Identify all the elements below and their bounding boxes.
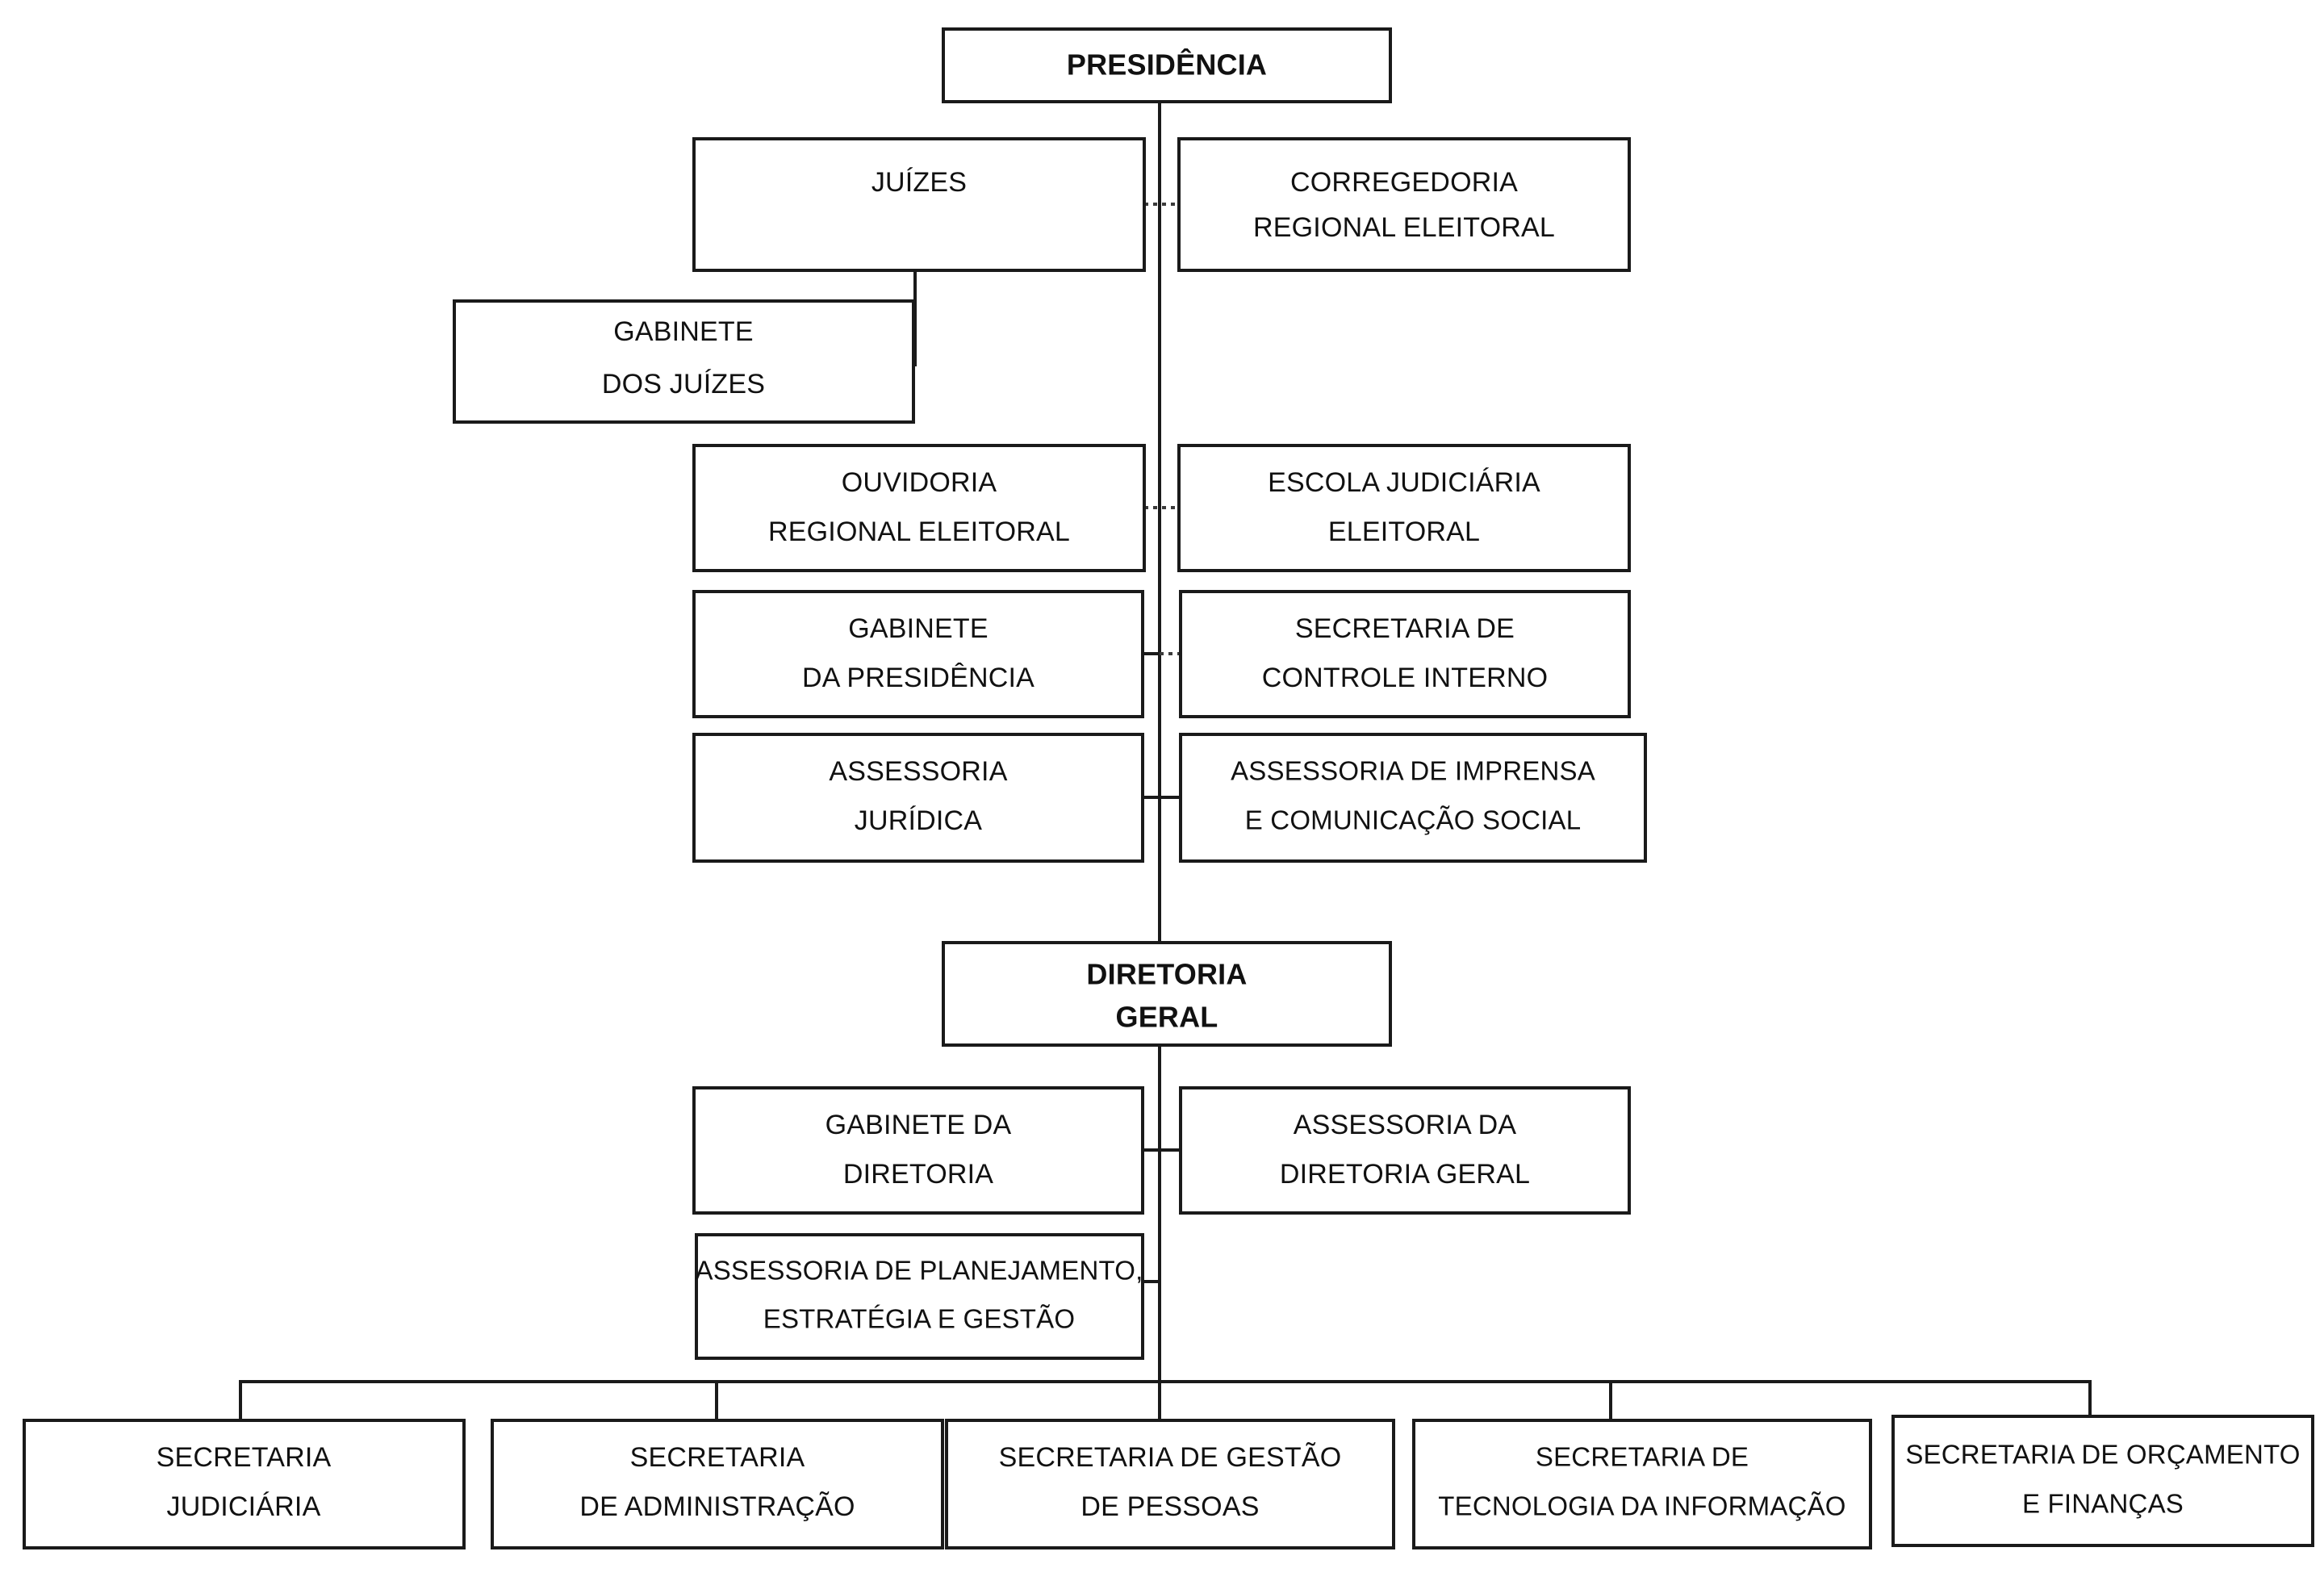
- node-corregedoria[interactable]: CORREGEDORIA REGIONAL ELEITORAL: [1177, 137, 1631, 272]
- node-controle-interno-line2: CONTROLE INTERNO: [1262, 663, 1549, 693]
- node-gabinete-juizes-line1: GABINETE: [613, 316, 754, 347]
- node-secretaria-tecnologia-line2: TECNOLOGIA DA INFORMAÇÃO: [1438, 1491, 1845, 1521]
- node-assessoria-diretoria-geral[interactable]: ASSESSORIA DA DIRETORIA GERAL: [1179, 1086, 1631, 1215]
- node-secretaria-tecnologia[interactable]: SECRETARIA DE TECNOLOGIA DA INFORMAÇÃO: [1412, 1419, 1872, 1549]
- node-assessoria-juridica-line1: ASSESSORIA: [829, 756, 1007, 787]
- node-gabinete-juizes-line2: DOS JUÍZES: [602, 369, 765, 399]
- node-secretaria-gestao-pessoas[interactable]: SECRETARIA DE GESTÃO DE PESSOAS: [945, 1419, 1395, 1549]
- node-secretaria-orcamento[interactable]: SECRETARIA DE ORÇAMENTO E FINANÇAS: [1891, 1415, 2314, 1547]
- node-juizes-label: JUÍZES: [872, 167, 967, 198]
- node-gabinete-juizes[interactable]: GABINETE DOS JUÍZES: [453, 299, 915, 424]
- node-gabinete-presidencia-line2: DA PRESIDÊNCIA: [802, 663, 1035, 693]
- node-secretaria-judiciaria-line1: SECRETARIA: [157, 1442, 332, 1473]
- node-presidencia-label: PRESIDÊNCIA: [1067, 48, 1267, 82]
- node-secretaria-administracao-line1: SECRETARIA: [630, 1442, 805, 1473]
- node-controle-interno-line1: SECRETARIA DE: [1295, 613, 1515, 644]
- node-gabinete-diretoria-line2: DIRETORIA: [843, 1159, 993, 1190]
- node-secretaria-tecnologia-line1: SECRETARIA DE: [1536, 1442, 1749, 1472]
- node-corregedoria-line1: CORREGEDORIA: [1290, 167, 1518, 198]
- node-gabinete-diretoria-line1: GABINETE DA: [826, 1110, 1012, 1140]
- node-secretaria-orcamento-line2: E FINANÇAS: [2022, 1489, 2184, 1519]
- node-secretaria-gestao-pessoas-line2: DE PESSOAS: [1080, 1491, 1259, 1522]
- node-secretaria-orcamento-line1: SECRETARIA DE ORÇAMENTO: [1905, 1440, 2300, 1470]
- node-assessoria-imprensa-line2: E COMUNICAÇÃO SOCIAL: [1245, 805, 1582, 835]
- node-assessoria-planejamento-line2: ESTRATÉGIA E GESTÃO: [763, 1304, 1075, 1334]
- node-gabinete-presidencia-line1: GABINETE: [848, 613, 989, 644]
- node-secretaria-gestao-pessoas-line1: SECRETARIA DE GESTÃO: [999, 1442, 1342, 1473]
- node-diretoria-geral[interactable]: DIRETORIA GERAL: [942, 941, 1392, 1047]
- node-escola-judiciaria-line1: ESCOLA JUDICIÁRIA: [1268, 467, 1540, 498]
- node-corregedoria-line2: REGIONAL ELEITORAL: [1253, 212, 1555, 243]
- node-secretaria-judiciaria-line2: JUDICIÁRIA: [167, 1491, 321, 1522]
- node-escola-judiciaria-line2: ELEITORAL: [1328, 516, 1480, 547]
- node-assessoria-diretoria-geral-line2: DIRETORIA GERAL: [1280, 1159, 1530, 1190]
- node-secretaria-administracao-line2: DE ADMINISTRAÇÃO: [579, 1491, 855, 1522]
- node-assessoria-imprensa-line1: ASSESSORIA DE IMPRENSA: [1231, 756, 1595, 786]
- node-assessoria-diretoria-geral-line1: ASSESSORIA DA: [1294, 1110, 1517, 1140]
- node-assessoria-planejamento[interactable]: ASSESSORIA DE PLANEJAMENTO, ESTRATÉGIA E…: [695, 1233, 1144, 1360]
- node-controle-interno[interactable]: SECRETARIA DE CONTROLE INTERNO: [1179, 590, 1631, 718]
- node-assessoria-imprensa[interactable]: ASSESSORIA DE IMPRENSA E COMUNICAÇÃO SOC…: [1179, 733, 1647, 863]
- node-ouvidoria-line1: OUVIDORIA: [842, 467, 997, 498]
- node-juizes[interactable]: JUÍZES: [692, 137, 1146, 272]
- node-secretaria-administracao[interactable]: SECRETARIA DE ADMINISTRAÇÃO: [491, 1419, 944, 1549]
- node-escola-judiciaria[interactable]: ESCOLA JUDICIÁRIA ELEITORAL: [1177, 444, 1631, 572]
- node-ouvidoria-line2: REGIONAL ELEITORAL: [768, 516, 1070, 547]
- node-diretoria-geral-line1: DIRETORIA: [1086, 958, 1247, 991]
- node-secretaria-judiciaria[interactable]: SECRETARIA JUDICIÁRIA: [23, 1419, 466, 1549]
- node-presidencia[interactable]: PRESIDÊNCIA: [942, 27, 1392, 103]
- node-gabinete-diretoria[interactable]: GABINETE DA DIRETORIA: [692, 1086, 1144, 1215]
- node-ouvidoria[interactable]: OUVIDORIA REGIONAL ELEITORAL: [692, 444, 1146, 572]
- node-assessoria-juridica-line2: JURÍDICA: [855, 805, 983, 836]
- node-assessoria-juridica[interactable]: ASSESSORIA JURÍDICA: [692, 733, 1144, 863]
- node-gabinete-presidencia[interactable]: GABINETE DA PRESIDÊNCIA: [692, 590, 1144, 718]
- node-assessoria-planejamento-line1: ASSESSORIA DE PLANEJAMENTO,: [696, 1256, 1143, 1286]
- node-diretoria-geral-line2: GERAL: [1116, 1001, 1218, 1034]
